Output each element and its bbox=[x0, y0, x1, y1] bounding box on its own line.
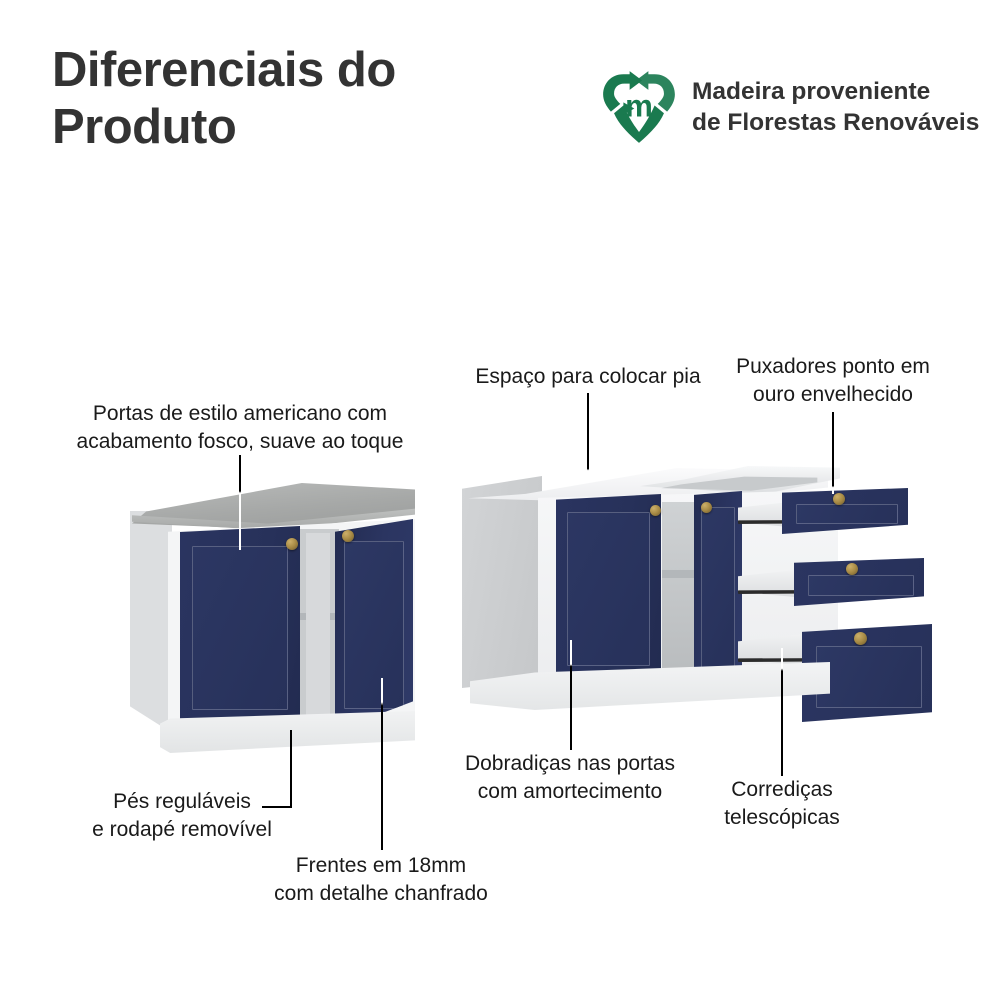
leader-line-pes-horizontal bbox=[262, 806, 292, 808]
left-cabinet-door-right bbox=[335, 519, 413, 731]
leader-line-corredicas bbox=[781, 648, 783, 776]
callout-corredicas: Corrediças telescópicas bbox=[724, 778, 840, 829]
drawer-front-middle bbox=[794, 558, 924, 606]
leader-line-puxadores bbox=[832, 412, 834, 494]
callout-portas: Portas de estilo americano com acabament… bbox=[76, 402, 404, 453]
callout-frentes: Frentes em 18mm com detalhe chanfrado bbox=[274, 854, 488, 905]
eco-badge-text: Madeira proveniente de Florestas Renováv… bbox=[692, 77, 980, 136]
drawer-recessed-panel bbox=[796, 504, 898, 524]
callout-pia: Espaço para colocar pia bbox=[475, 365, 701, 388]
callout-puxadores: Puxadores ponto em ouro envelhecido bbox=[736, 355, 930, 406]
recycle-heart-icon: m bbox=[603, 71, 675, 143]
sink-door-knob-right bbox=[701, 502, 712, 513]
door-knob-left bbox=[286, 538, 298, 550]
leader-line-dobradicas bbox=[570, 640, 572, 750]
drawer-recessed-panel bbox=[808, 575, 914, 596]
leader-line-portas bbox=[239, 455, 241, 550]
leader-line-frentes bbox=[381, 678, 383, 850]
left-cabinet-illustration bbox=[130, 483, 415, 763]
drawer-knob-middle bbox=[846, 563, 858, 575]
leader-line-pes-vertical bbox=[290, 730, 292, 808]
sink-cabinet-left-side bbox=[462, 476, 542, 688]
drawer-slide-middle bbox=[738, 590, 842, 594]
right-cabinet-illustration bbox=[462, 462, 932, 724]
sink-door-knob-left bbox=[650, 505, 661, 516]
door-recessed-panel bbox=[567, 512, 650, 666]
left-cabinet-door-left bbox=[180, 526, 300, 728]
drawer-slide-bottom bbox=[738, 658, 848, 662]
door-recessed-panel bbox=[192, 546, 288, 710]
door-recessed-panel bbox=[344, 541, 404, 709]
drawer-knob-bottom bbox=[854, 632, 867, 645]
svg-text:m: m bbox=[625, 88, 653, 123]
cabinet-interior-back bbox=[306, 533, 330, 715]
drawer-recessed-panel bbox=[816, 646, 922, 708]
page-title: Diferenciais do Produto bbox=[52, 43, 396, 155]
leader-line-pia bbox=[587, 393, 589, 481]
eco-certification-badge: m Madeira proveniente de Florestas Renov… bbox=[600, 62, 990, 152]
door-recessed-panel bbox=[701, 507, 735, 670]
door-knob-right bbox=[342, 530, 354, 542]
cabinet-left-side bbox=[130, 511, 172, 733]
drawer-knob-top bbox=[833, 493, 845, 505]
callout-dobradicas: Dobradiças nas portas com amortecimento bbox=[464, 752, 676, 803]
drawer-front-top bbox=[782, 488, 908, 534]
sink-cabinet-door-left bbox=[556, 494, 661, 682]
sink-cabinet-door-right bbox=[694, 491, 742, 686]
callout-pes: Pés reguláveis e rodapé removível bbox=[92, 790, 272, 841]
